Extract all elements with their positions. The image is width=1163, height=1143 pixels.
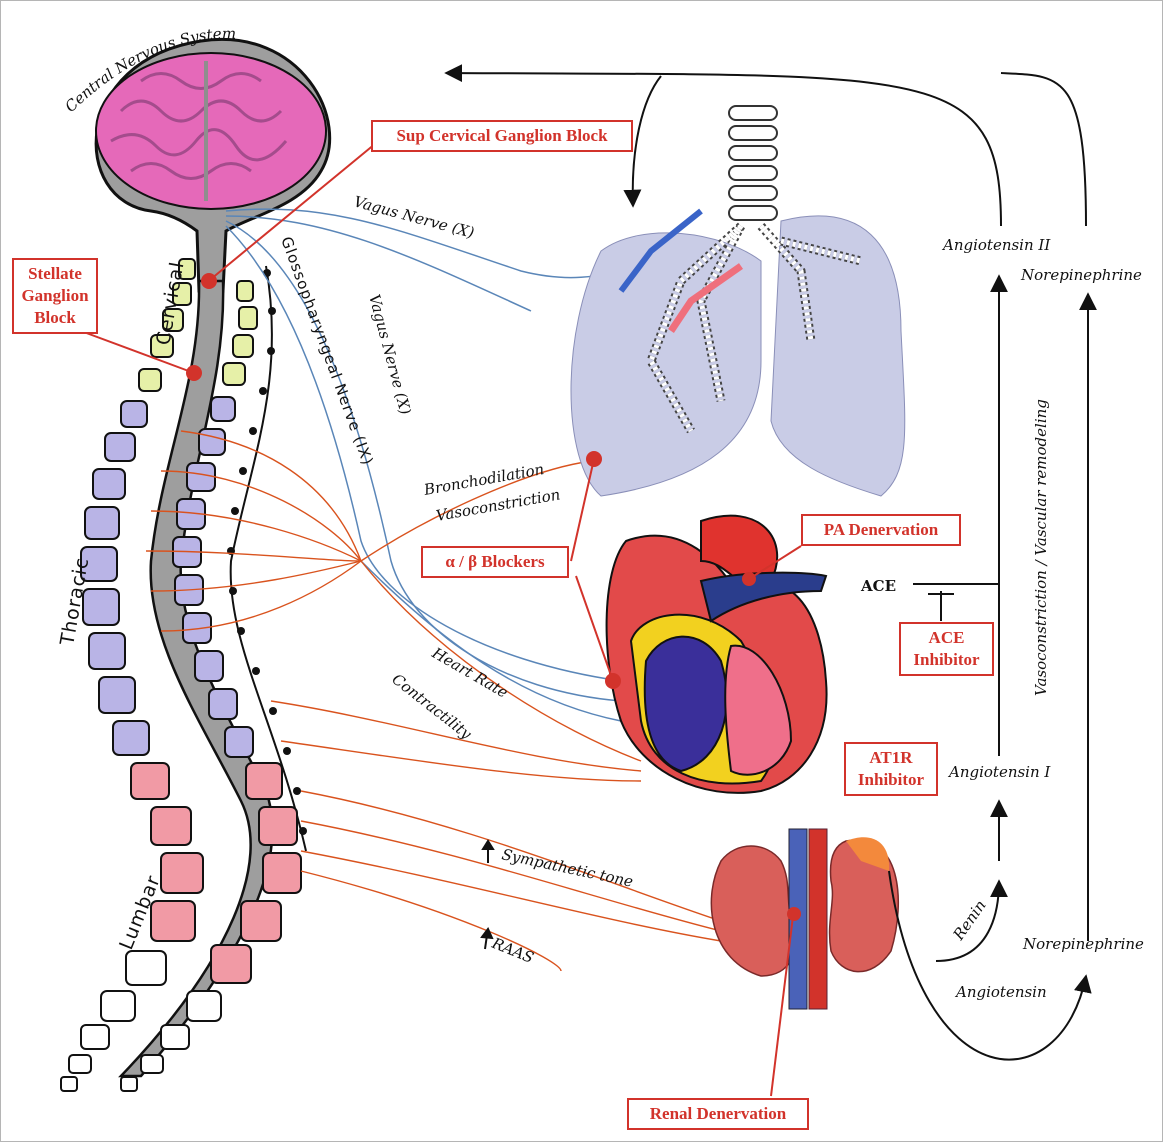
lungs xyxy=(571,106,905,496)
norepinephrine-top-label: Norepinephrine xyxy=(1020,266,1142,284)
ace-inhibitor-box[interactable]: ACE Inhibitor xyxy=(899,622,994,676)
vagus-nerves xyxy=(226,209,641,721)
stellate-ganglion-block-box[interactable]: Stellate Ganglion Block xyxy=(12,258,98,334)
alpha-beta-blockers-box[interactable]: α / β Blockers xyxy=(421,546,569,578)
raas-label: RAAS xyxy=(489,934,537,967)
norepinephrine-bottom-label: Norepinephrine xyxy=(1022,935,1144,953)
vagus-upper-label: Vagus Nerve (X) xyxy=(352,192,476,241)
contractility-label: Contractility xyxy=(389,670,476,743)
angiotensin-i-label: Angiotensin I xyxy=(947,763,1051,781)
glossopharyngeal-label: Glossopharyngeal Nerve (IX) xyxy=(277,234,377,468)
renal-denervation-box[interactable]: Renal Denervation xyxy=(627,1098,809,1130)
ace-label: ACE xyxy=(860,577,896,595)
renin-label: Renin xyxy=(949,897,990,944)
vertebrae-sacral xyxy=(61,951,221,1091)
sup-cervical-block-box[interactable]: Sup Cervical Ganglion Block xyxy=(371,120,633,152)
sympathetic-tone-label: Sympathetic tone xyxy=(500,845,635,890)
kidneys xyxy=(711,829,898,1009)
heart xyxy=(607,516,827,793)
angiotensin-label: Angiotensin xyxy=(954,983,1047,1001)
pa-denervation-box[interactable]: PA Denervation xyxy=(801,514,961,546)
angiotensin-ii-label: Angiotensin II xyxy=(941,236,1051,254)
vasoconstriction-remodeling-label: Vasoconstriction / Vascular remodeling xyxy=(1032,399,1050,696)
at1r-inhibitor-box[interactable]: AT1R Inhibitor xyxy=(844,742,938,796)
vagus-lower-label: Vagus Nerve (X) xyxy=(365,292,414,416)
